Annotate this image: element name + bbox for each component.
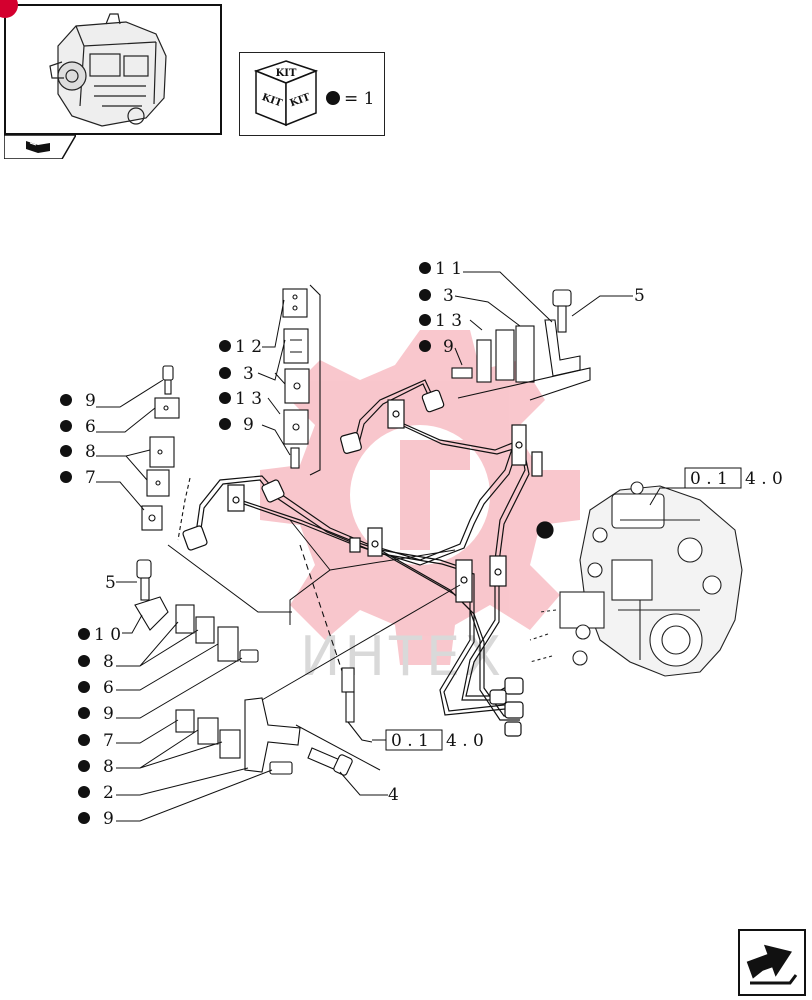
callout-13a: 1 3 (419, 311, 462, 331)
reference-bottom[interactable]: 0 . 1 4 . 0 (385, 729, 484, 751)
kit-top-label: KIT (276, 68, 297, 79)
svg-text:7: 7 (103, 731, 114, 751)
book-icon (26, 141, 50, 153)
clamp-set-left (141, 365, 191, 541)
svg-text:9: 9 (103, 809, 114, 829)
svg-text:8: 8 (103, 652, 114, 672)
svg-text:5: 5 (634, 286, 645, 306)
screw-4 (307, 747, 353, 776)
arrow-icon (746, 944, 798, 985)
svg-text:3: 3 (443, 286, 454, 306)
watermark-text: ИНТЕХ (300, 625, 505, 688)
callout-5b: 5 (105, 573, 116, 593)
svg-text:8: 8 (103, 757, 114, 777)
callout-9b: 9 (219, 415, 254, 435)
bracket-set-bottom (134, 559, 301, 775)
callout-8b: 8 (78, 652, 114, 672)
kit-dot-icon (326, 91, 340, 105)
callout-7b: 7 (78, 731, 114, 751)
callout-8a: 8 (60, 442, 96, 462)
reference-top[interactable]: 0 . 1 4 . 0 (684, 467, 783, 489)
callout-6b: 6 (78, 678, 114, 698)
svg-text:7: 7 (85, 468, 96, 488)
svg-text:3: 3 (243, 364, 254, 384)
pipe-clamps (227, 399, 543, 603)
engine-illustration (49, 13, 167, 127)
callout-2: 2 (78, 783, 114, 803)
callout-8c: 8 (78, 757, 114, 777)
callout-10: 1 0 (78, 625, 121, 645)
kit-legend: KIT KIT KIT = 1 (239, 52, 385, 136)
callout-12: 1 2 (219, 337, 262, 357)
callout-9d: 9 (78, 704, 114, 724)
callout-11: 1 1 (419, 259, 462, 279)
svg-text:1 1: 1 1 (435, 259, 462, 279)
pipe-nuts (182, 389, 554, 737)
svg-text:6: 6 (103, 678, 114, 698)
svg-text:9: 9 (85, 391, 96, 411)
svg-text:9: 9 (443, 337, 454, 357)
injection-pump (529, 481, 743, 677)
svg-text:1 3: 1 3 (435, 311, 462, 331)
corner-marker (0, 0, 18, 18)
pump-callout-dot (536, 521, 554, 539)
next-page-button[interactable] (738, 929, 806, 996)
callout-7a: 7 (60, 468, 96, 488)
kit-cube-icon (253, 60, 319, 127)
svg-text:0 . 1: 0 . 1 (690, 469, 728, 489)
svg-text:4 . 0: 4 . 0 (745, 469, 783, 489)
svg-text:1 3: 1 3 (235, 389, 262, 409)
svg-text:0 . 1: 0 . 1 (391, 731, 429, 751)
callout-6a: 6 (60, 417, 96, 437)
svg-text:9: 9 (243, 415, 254, 435)
svg-text:1 2: 1 2 (235, 337, 262, 357)
clamp-set-middle (282, 284, 321, 476)
engine-thumbnail[interactable] (4, 4, 222, 135)
callout-9e: 9 (78, 809, 114, 829)
svg-text:2: 2 (103, 783, 114, 803)
callout-5a: 5 (634, 286, 645, 306)
svg-text:5: 5 (105, 573, 116, 593)
callout-4: 4 (388, 785, 399, 805)
svg-text:8: 8 (85, 442, 96, 462)
svg-text:1 0: 1 0 (94, 625, 121, 645)
svg-text:4 . 0: 4 . 0 (446, 731, 484, 751)
leader-lines (96, 271, 686, 822)
svg-text:9: 9 (103, 704, 114, 724)
svg-text:6: 6 (85, 417, 96, 437)
callout-3a: 3 (419, 286, 454, 306)
kit-legend-text: = 1 (344, 89, 374, 109)
thumbnail-tab[interactable] (3, 134, 78, 160)
clamp-set-top (451, 289, 591, 401)
callout-3b: 3 (219, 364, 254, 384)
callout-labels: 1 1 3 1 3 9 5 1 2 3 1 3 9 9 6 8 7 5 1 0 … (60, 259, 645, 829)
callout-9a: 9 (419, 337, 454, 357)
svg-text:4: 4 (388, 785, 399, 805)
callout-13b: 1 3 (219, 389, 262, 409)
injector (299, 544, 373, 743)
callout-9c: 9 (60, 391, 96, 411)
